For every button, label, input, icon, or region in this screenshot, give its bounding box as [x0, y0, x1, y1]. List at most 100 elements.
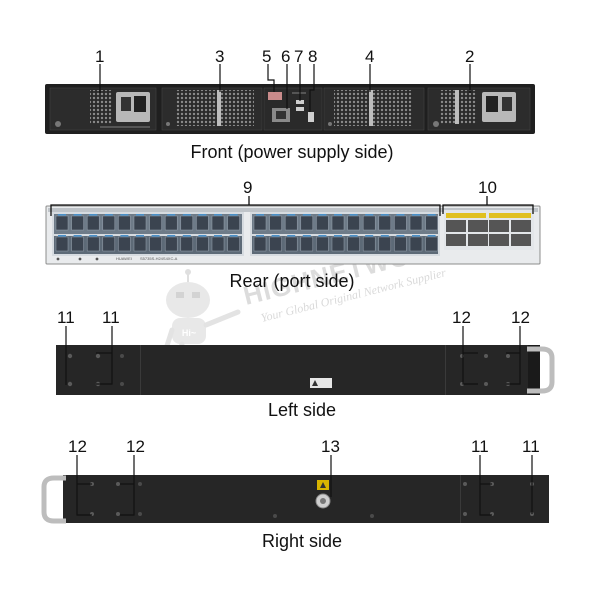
rj45-port [394, 236, 407, 252]
rj45-port [347, 215, 360, 231]
rj45-port [227, 236, 240, 252]
port-led [287, 214, 296, 216]
callout-9: 9 [243, 178, 252, 197]
callout-left-12a: 12 [452, 308, 471, 327]
rj45-port [164, 215, 178, 231]
port-led [380, 214, 389, 216]
port-led [104, 235, 113, 237]
callout-8: 8 [308, 47, 317, 66]
rj45-port [86, 236, 100, 252]
rear-model-label: S5735S-H24S4XC-A [140, 256, 178, 261]
callout-left-11b: 11 [102, 308, 120, 327]
rj45-port [316, 236, 329, 252]
rj45-port [300, 215, 314, 231]
handle-icon [527, 346, 555, 394]
rj45-port [425, 215, 438, 231]
port-led [198, 235, 207, 237]
rj45-port [149, 215, 162, 231]
rj45-port [394, 215, 407, 231]
callout-right-12b: 12 [126, 437, 145, 456]
rj45-port-block-left [52, 212, 244, 256]
mascot-robot-icon: Hi~ [162, 269, 241, 361]
callout-4: 4 [365, 47, 374, 66]
port-led [396, 235, 405, 237]
port-led [214, 214, 222, 216]
warning-label-icon [310, 378, 332, 388]
reset-button-8 [308, 112, 314, 122]
rear-view: Hi~ HIGHNETWORK Your Global Original Net… [45, 178, 541, 361]
callout-3: 3 [215, 47, 224, 66]
rj45-port [284, 236, 298, 252]
port-led [73, 235, 82, 237]
port-led [229, 235, 238, 237]
port-led [365, 214, 374, 216]
rj45-port [378, 215, 392, 231]
port-led [427, 235, 436, 237]
port-led [334, 214, 342, 216]
rear-brand-label: HUAWEI [116, 256, 132, 261]
port-led [151, 214, 160, 216]
rj45-port [71, 215, 84, 231]
port-led [182, 235, 191, 237]
rj45-port [164, 236, 178, 252]
left-side-view: 11 11 12 12 Left side [56, 308, 555, 420]
rj45-port [102, 236, 116, 252]
front-callout-lines [99, 64, 471, 112]
port-led [214, 235, 222, 237]
rj45-port [180, 236, 194, 252]
port-led [412, 235, 420, 237]
port-led [271, 214, 280, 216]
ground-screw-icon [55, 121, 61, 127]
rj45-port [316, 215, 329, 231]
port-led [120, 214, 129, 216]
port-led [89, 214, 98, 216]
callout-right-11a: 11 [471, 437, 489, 456]
right-caption: Right side [262, 531, 342, 551]
ground-screw-icon [433, 121, 439, 127]
right-side-view: 12 12 13 11 11 Right side [41, 437, 549, 551]
port-led [167, 214, 176, 216]
callout-7: 7 [294, 47, 303, 66]
rj45-port [118, 236, 131, 252]
callout-right-13: 13 [321, 437, 340, 456]
right-callout-lines [76, 455, 533, 516]
usb-port-7 [296, 100, 304, 104]
rj45-port [347, 236, 360, 252]
port-led [365, 235, 374, 237]
left-callout-lines [65, 326, 521, 385]
port-led [198, 214, 207, 216]
sfp-port-block [444, 210, 534, 250]
rj45-port [425, 236, 438, 252]
callout-2: 2 [465, 47, 474, 66]
port-led [318, 214, 327, 216]
port-led [256, 235, 264, 237]
mgmt-port-5 [268, 92, 282, 100]
port-led [167, 235, 176, 237]
rj45-port [55, 236, 69, 252]
callout-left-11a: 11 [57, 308, 75, 327]
rj45-port [118, 215, 131, 231]
rj45-port [378, 236, 392, 252]
rj45-port [86, 215, 100, 231]
rj45-port [149, 236, 162, 252]
rj45-port [71, 236, 84, 252]
callout-6: 6 [281, 47, 290, 66]
port-led [302, 214, 311, 216]
rj45-port [196, 236, 209, 252]
callout-5: 5 [262, 47, 271, 66]
rj45-port [102, 215, 116, 231]
rj45-port [269, 236, 282, 252]
port-led [229, 214, 238, 216]
rj45-port [253, 215, 267, 231]
port-led [380, 235, 389, 237]
port-led [58, 214, 66, 216]
rj45-port [211, 236, 225, 252]
port-led [58, 235, 66, 237]
port-led [136, 214, 144, 216]
rj45-port [253, 236, 267, 252]
port-led [151, 235, 160, 237]
ground-terminal-icon [315, 480, 331, 509]
rj45-port [269, 215, 282, 231]
callout-left-12b: 12 [511, 308, 530, 327]
rj45-port [409, 236, 423, 252]
